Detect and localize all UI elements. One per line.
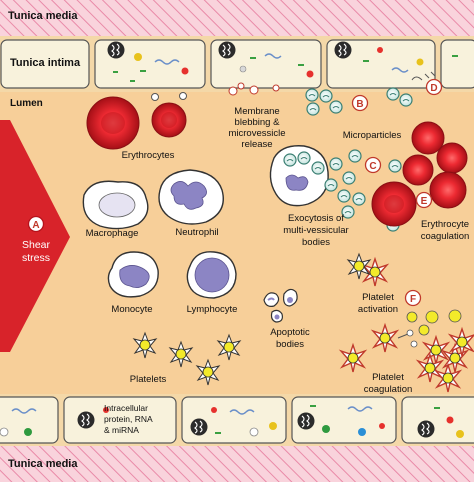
platelets-label: Platelets xyxy=(130,374,167,385)
neutrophil-cell xyxy=(158,169,224,225)
dna-icon xyxy=(333,40,353,60)
badge-e-letter: E xyxy=(421,196,428,207)
plt-act-label-line2: activation xyxy=(358,304,398,315)
macrophage-cell xyxy=(82,180,149,230)
shear-stress-arrow xyxy=(0,120,70,352)
apoptotic-label-line1: Apoptotic xyxy=(270,327,310,338)
shear-label-line1: Shear xyxy=(22,239,51,251)
tunica-media-top-band xyxy=(0,0,474,36)
ery-coag-label-line1: Erythrocyte xyxy=(421,219,469,230)
badge-b-letter: B xyxy=(356,99,363,110)
shear-label-line2: stress xyxy=(22,252,50,264)
badge-d-letter: D xyxy=(430,83,437,94)
ery-coag-label-line2: coagulation xyxy=(421,231,470,242)
lymphocyte-cell xyxy=(186,251,237,299)
intracellular-label-line1: Intracellular xyxy=(104,403,148,413)
membrane-label-line4: release xyxy=(241,139,272,150)
activated-platelets xyxy=(340,253,418,373)
neutrophil-label: Neutrophil xyxy=(175,227,218,238)
tunica-media-bottom-label: Tunica media xyxy=(8,458,78,470)
tunica-media-bottom-band xyxy=(0,446,474,482)
badge-a xyxy=(27,215,45,233)
dna-icon xyxy=(189,417,209,437)
plt-coag-label-line1: Platelet xyxy=(372,372,404,383)
platelet-coagulation-cluster xyxy=(406,309,474,393)
erythrocytes xyxy=(86,96,187,150)
exocytosis-label-line1: Exocytosis of xyxy=(288,213,344,224)
badge-f xyxy=(404,289,422,307)
macrophage-label: Macrophage xyxy=(86,228,139,239)
membrane-label-line2: blebbing & xyxy=(235,117,281,128)
apoptotic-label-line2: bodies xyxy=(276,339,304,350)
tunica-intima-label: Tunica intima xyxy=(10,57,81,69)
endothelial-cells-top xyxy=(0,39,474,89)
multivesicular-body-cell xyxy=(269,145,329,207)
intracellular-label-line3: & miRNA xyxy=(104,425,139,435)
badge-c xyxy=(364,156,382,174)
endothelial-cells-bottom xyxy=(0,396,474,444)
intracellular-molecules-top xyxy=(113,47,458,82)
dna-icon xyxy=(106,40,126,60)
membrane-blebbing xyxy=(151,82,280,101)
microparticles xyxy=(305,71,436,116)
dna-icon xyxy=(76,410,96,430)
erythrocytes-label: Erythrocytes xyxy=(122,150,175,161)
tunica-media-top-label: Tunica media xyxy=(8,10,78,22)
badge-b xyxy=(351,94,369,112)
membrane-label-line1: Membrane xyxy=(234,106,279,117)
intracellular-label-line2: protein, RNA xyxy=(104,414,153,424)
membrane-label-line3: microvessicle xyxy=(228,128,285,139)
exocytosis-label-line3: bodies xyxy=(302,237,330,248)
monocyte-label: Monocyte xyxy=(111,304,152,315)
microparticles-label: Microparticles xyxy=(343,130,402,141)
lymphocyte-label: Lymphocyte xyxy=(187,304,238,315)
dna-icon xyxy=(217,40,237,60)
exocytosis-label-line2: multi-vessicular xyxy=(283,225,348,236)
erythrocyte-coagulation-cluster xyxy=(371,121,468,227)
monocyte-cell xyxy=(107,251,159,298)
plt-coag-label-line2: coagulation xyxy=(364,384,413,395)
badge-a-letter: A xyxy=(32,220,39,231)
badge-c-letter: C xyxy=(369,161,376,172)
badge-f-letter: F xyxy=(410,294,416,305)
badge-e xyxy=(415,191,433,209)
badge-d xyxy=(425,78,443,96)
intracellular-molecules-bottom xyxy=(0,405,464,438)
dna-icon xyxy=(296,411,316,431)
dna-icon xyxy=(416,419,436,439)
lumen-label: Lumen xyxy=(10,98,43,109)
plt-act-label-line1: Platelet xyxy=(362,292,394,303)
apoptotic-bodies xyxy=(263,288,298,323)
